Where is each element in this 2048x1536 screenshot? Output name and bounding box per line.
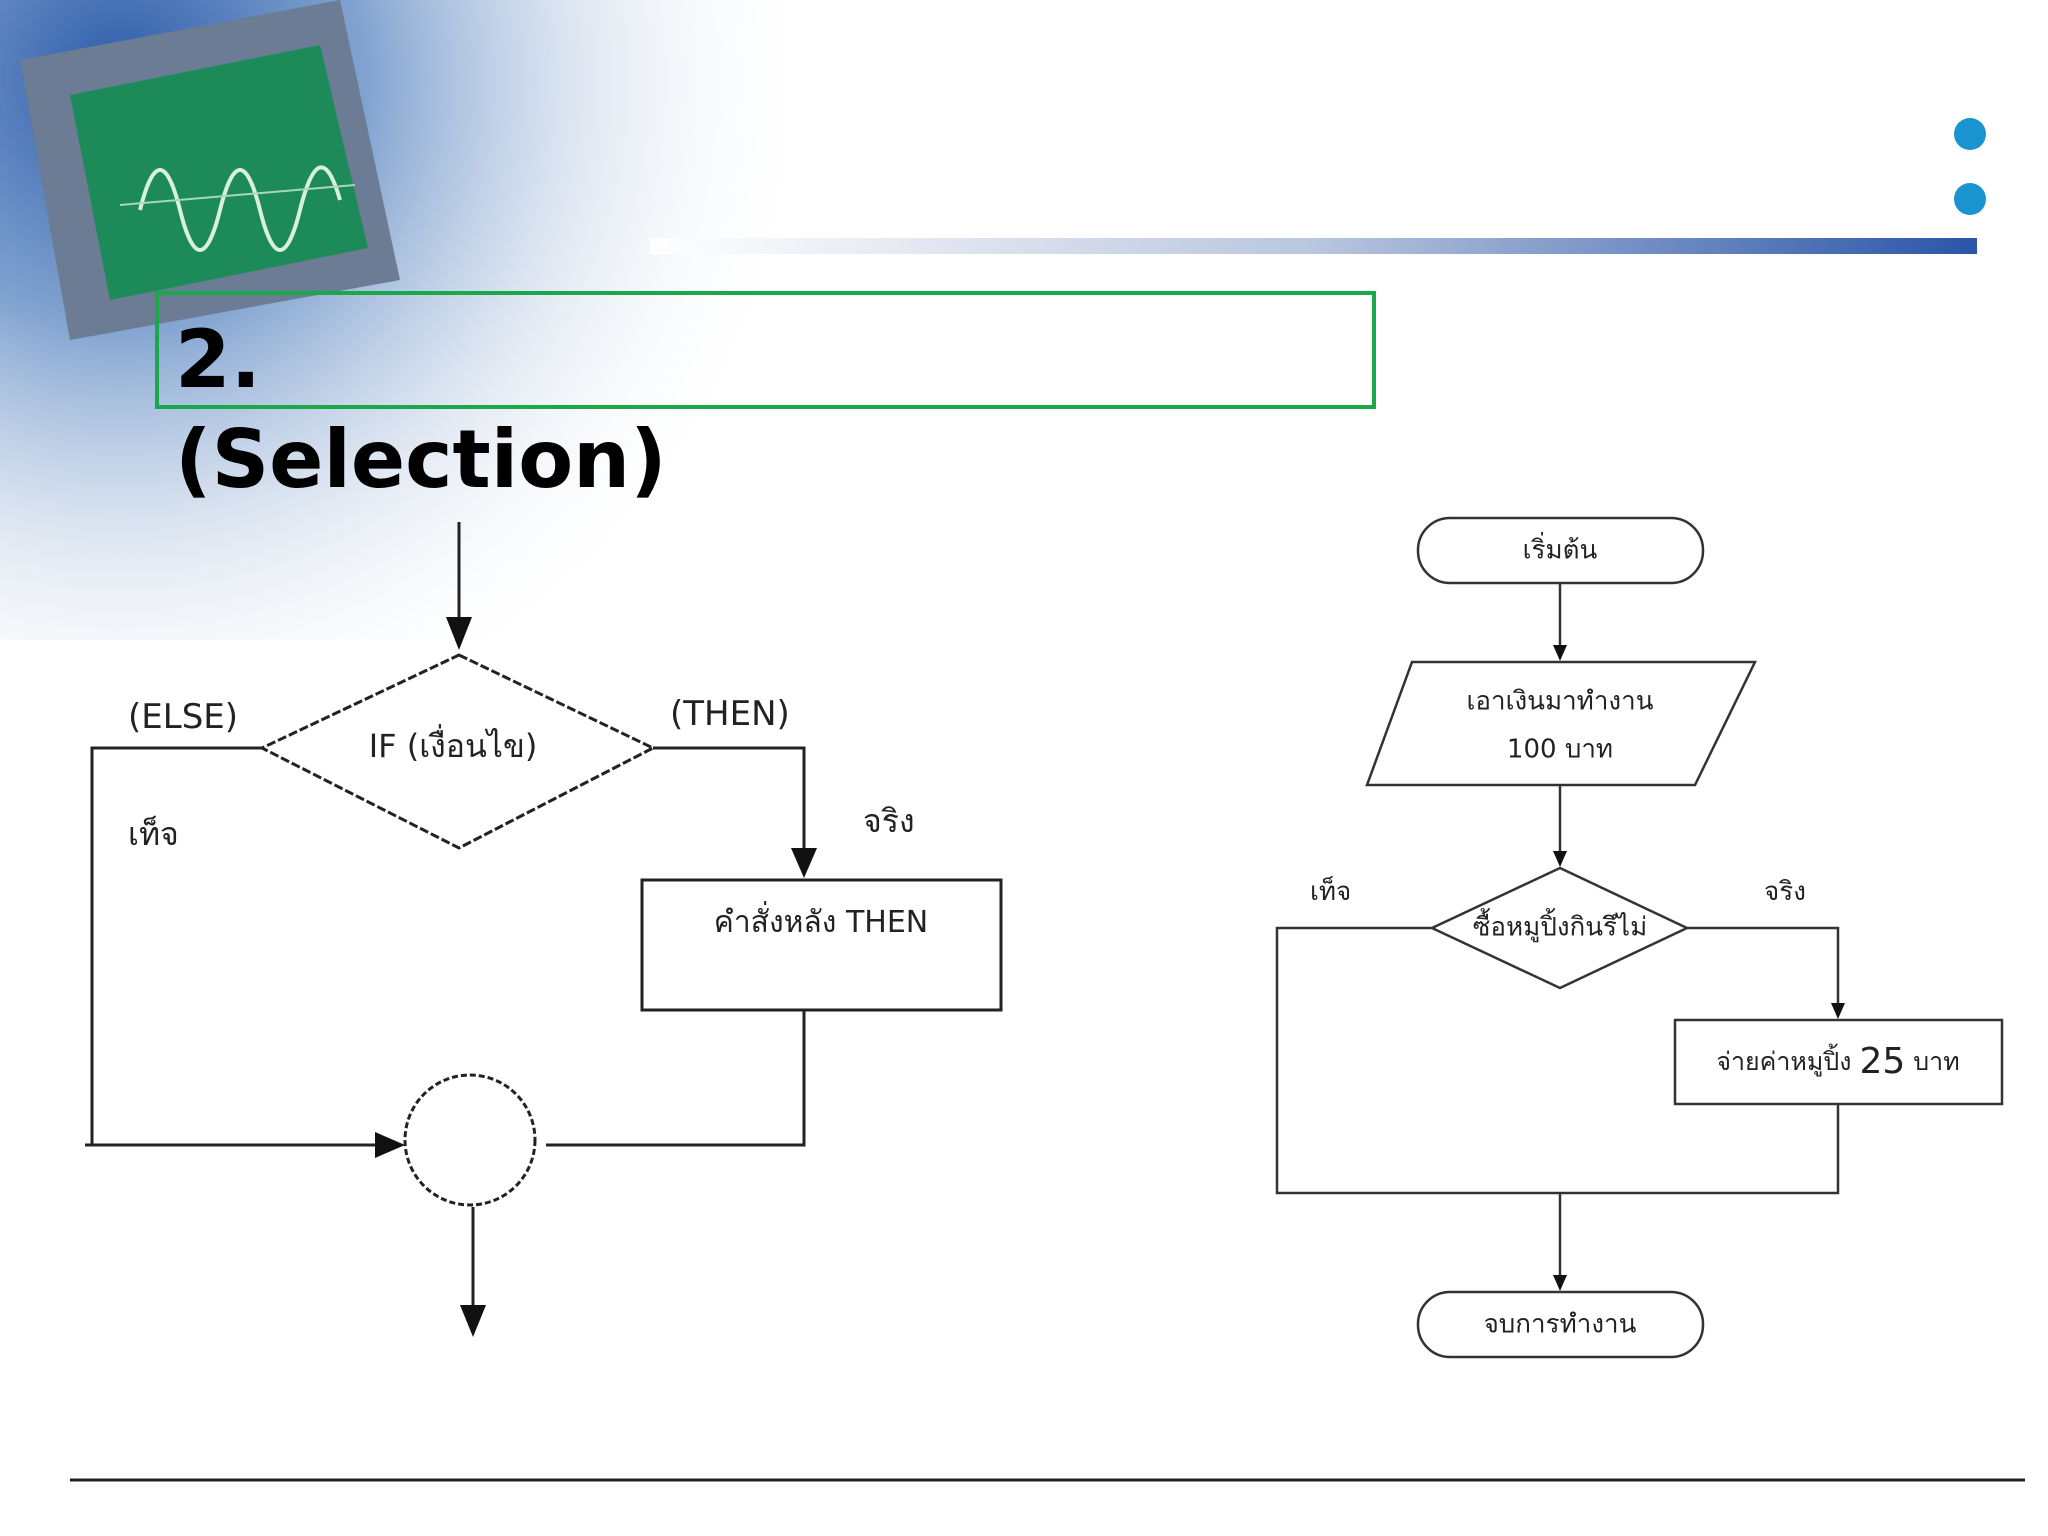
condition-label: ซื้อหมูปิ้งกินรึไม่ xyxy=(1473,908,1647,943)
then-action-label: คำสั่งหลัง THEN xyxy=(714,901,929,940)
connector-circle xyxy=(403,1073,537,1207)
false-label: เท็จ xyxy=(128,815,179,853)
arrow-right-icon xyxy=(375,1132,405,1158)
then-label: (THEN) xyxy=(670,694,790,734)
input-label-line1: เอาเงินมาทำงาน xyxy=(1466,687,1653,717)
arrow-down-icon xyxy=(791,848,817,878)
pay-action-box xyxy=(1673,1018,2004,1106)
start-label: เริ่มต้น xyxy=(1523,532,1598,566)
pay-action-amount: 25 xyxy=(1859,1041,1905,1082)
false-label: เท็จ xyxy=(1310,875,1351,907)
else-label: (ELSE) xyxy=(128,697,238,737)
condition-label: IF (เงื่อนไข) xyxy=(369,724,538,765)
true-path-line xyxy=(1687,926,1840,1015)
arrow-down-icon xyxy=(1553,645,1567,661)
pay-action-suffix: บาท xyxy=(1913,1047,1959,1076)
arrow-down-icon xyxy=(1831,1003,1845,1019)
input-parallelogram xyxy=(1365,660,1758,787)
bullet-dot xyxy=(1954,118,1986,150)
arrow-down-icon xyxy=(1553,1275,1567,1291)
false-path-line xyxy=(1275,926,1840,1195)
title-box xyxy=(155,291,1376,409)
arrow-down-icon xyxy=(446,617,472,650)
condition-diamond xyxy=(1429,866,1690,990)
header-bar xyxy=(650,238,1977,254)
then-return-line xyxy=(546,1010,806,1147)
computer-photo xyxy=(0,0,820,640)
end-terminal xyxy=(1416,1290,1705,1359)
title-number: 2. xyxy=(175,313,262,406)
condition-diamond xyxy=(258,653,657,850)
then-line xyxy=(653,746,806,858)
true-label: จริง xyxy=(1764,877,1806,907)
pay-action-prefix: จ่ายค่าหมูปิ้ง xyxy=(1716,1043,1851,1077)
arrow-down-icon xyxy=(1553,851,1567,867)
input-label-line2: 100 บาท xyxy=(1507,735,1613,765)
then-action-box xyxy=(640,878,1003,1012)
arrow-down-icon xyxy=(460,1305,486,1337)
slide-title: 2. (Selection) xyxy=(175,310,667,510)
else-line xyxy=(90,746,262,1145)
end-label: จบการทำงาน xyxy=(1484,1310,1637,1340)
true-label: จริง xyxy=(863,802,915,840)
title-subtitle: (Selection) xyxy=(175,413,667,506)
bullet-dot xyxy=(1954,183,1986,215)
